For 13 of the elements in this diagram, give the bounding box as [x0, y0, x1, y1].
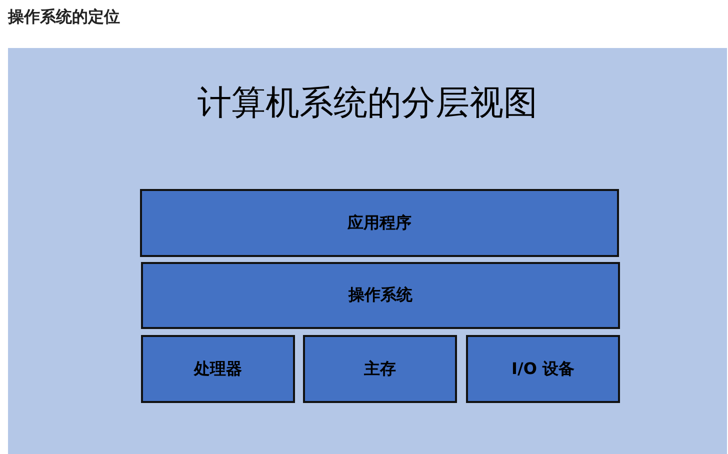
- diagram-heading: 计算机系统的分层视图: [196, 82, 538, 125]
- layer-label: 主存: [364, 358, 396, 380]
- layer-label: 应用程序: [348, 212, 412, 234]
- layer-box: [141, 262, 620, 329]
- page-heading: 操作系统的定位: [8, 7, 120, 28]
- layer-box: [141, 335, 295, 403]
- layer-box: [140, 189, 619, 257]
- layer-box: [303, 335, 457, 403]
- layer-label: I/O 设备: [512, 358, 574, 380]
- diagram-panel: [8, 48, 727, 454]
- layer-box: [466, 335, 620, 403]
- layer-label: 操作系统: [348, 285, 412, 306]
- layer-label: 处理器: [194, 358, 242, 380]
